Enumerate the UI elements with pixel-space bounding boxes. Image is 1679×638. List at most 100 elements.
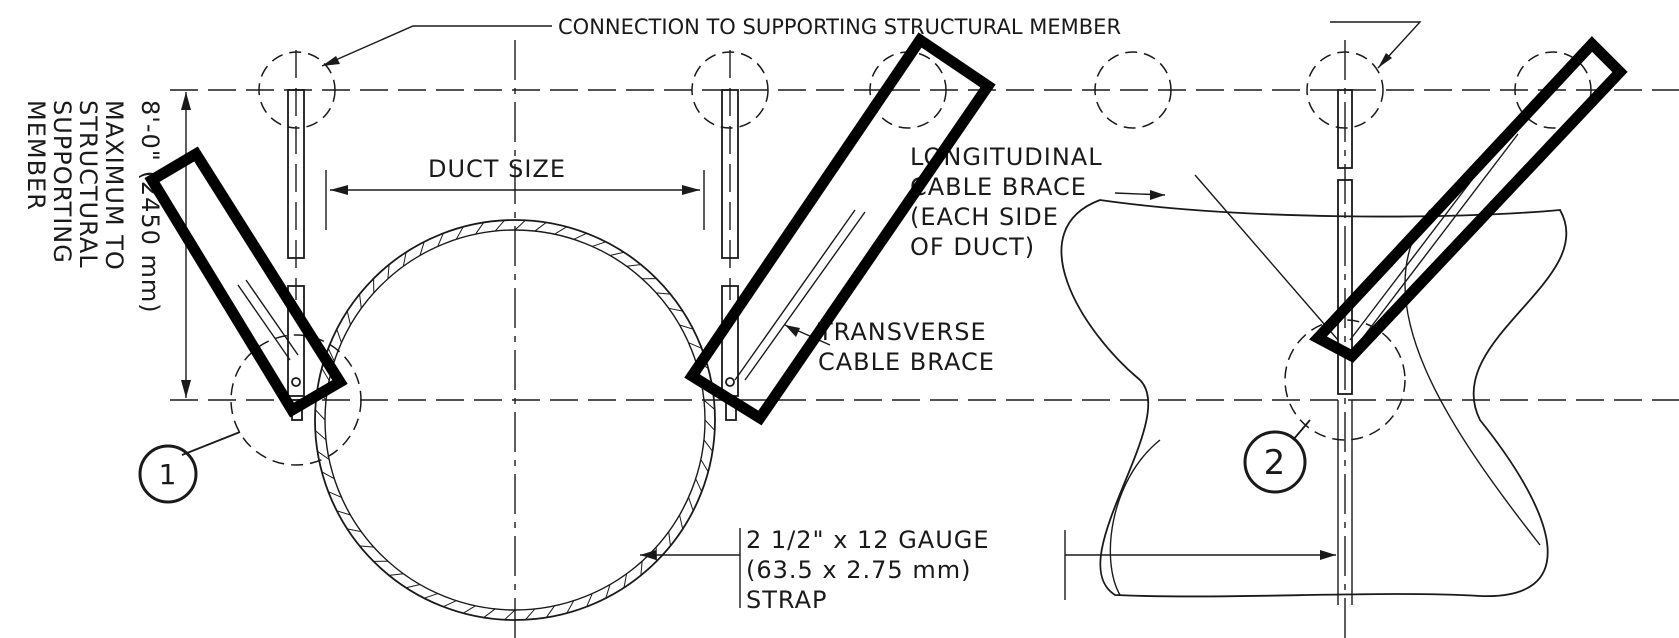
hatch-line: [402, 252, 407, 267]
highlight-box-left: [144, 146, 348, 418]
hatch-line: [347, 528, 362, 533]
hatch-line: [554, 226, 568, 235]
hatch-line: [605, 584, 611, 599]
section-brace-b: [1357, 133, 1519, 345]
hatch-line: [483, 608, 496, 618]
hatch-line: [679, 324, 694, 330]
right-hanger-rod: [721, 89, 739, 259]
hatch-line: [566, 600, 575, 614]
hatch-line: [494, 219, 505, 232]
hatch-line: [321, 471, 335, 480]
duct-size-label: DUCT SIZE: [428, 155, 566, 183]
hatch-line: [626, 264, 641, 267]
hatch-line: [640, 561, 643, 576]
hatch-line: [359, 294, 362, 309]
vertical-dim-arrow-top: [181, 92, 191, 110]
connection-leader-right: [1330, 21, 1422, 69]
vertical-dim-line-1: 8'-0" (2450 mm): [136, 100, 164, 314]
hatch-line: [679, 514, 684, 530]
hatch-line: [656, 292, 671, 295]
detail-1-number: 1: [159, 458, 178, 491]
vertical-dim-line-3: STRUCTURAL: [74, 100, 102, 269]
hatch-line: [668, 531, 671, 546]
detail-2-number: 2: [1264, 443, 1287, 483]
connection-leader-arrow: [322, 56, 340, 66]
hatch-line: [534, 222, 547, 232]
longitudinal-leader-arrow: [1150, 190, 1165, 200]
left-transverse-cable: [237, 284, 291, 361]
hatch-line: [336, 510, 351, 516]
hatch-line: [688, 497, 694, 511]
section-hanger-rod-top: [1337, 89, 1353, 169]
hatch-line: [586, 593, 593, 607]
strap-leader-right-arrow: [1320, 550, 1336, 560]
highlight-box-center: [684, 32, 996, 426]
longitudinal-label-4: OF DUCT): [910, 233, 1035, 261]
hatch-line: [405, 584, 421, 589]
connection-leader-right-arrow: [1378, 53, 1392, 68]
connection-circle-5: [1306, 51, 1384, 129]
vertical-dim-arrow-bottom: [181, 380, 191, 398]
highlight-box-right: [1309, 36, 1628, 363]
hatch-line: [695, 478, 703, 492]
transverse-label-1: TRANSVERSE: [817, 318, 987, 346]
detail-1-leader: [181, 431, 241, 456]
connection-circle-6: [1514, 51, 1592, 129]
vertical-dim-text: 8'-0" (2450 mm) MAXIMUM TO STRUCTURAL SU…: [22, 100, 164, 314]
hatch-line: [314, 409, 326, 421]
hatch-line: [688, 342, 702, 349]
left-hanger-rod: [287, 89, 305, 259]
connection-leader: [321, 25, 552, 67]
hatch-line: [321, 367, 330, 381]
right-transverse-cable-2: [744, 211, 866, 381]
hatch-line: [424, 593, 438, 599]
section-duct-fold: [1109, 209, 1541, 596]
strap-label-2: (63.5 x 2.75 mm): [746, 556, 971, 584]
hatch-line: [317, 450, 330, 460]
hatch-line: [462, 605, 476, 614]
detail-1-circle: [230, 334, 362, 466]
longitudinal-label-2: CABLE BRACE: [910, 173, 1087, 201]
hatch-line: [387, 264, 390, 279]
strap-label-3: STRAP: [746, 586, 828, 614]
hatch-line: [545, 605, 555, 618]
detail-1-balloon: [138, 444, 198, 504]
transverse-label-2: CABLE BRACE: [818, 348, 995, 376]
transverse-leader-arrow: [785, 325, 800, 337]
hatch-line: [668, 307, 683, 312]
connection-circle-2: [691, 51, 769, 129]
vertical-dim-line-4: SUPPORTING: [48, 100, 76, 264]
hatch-line: [327, 348, 335, 362]
round-duct-outer: [314, 219, 716, 621]
strap-label-1: 2 1/2" x 12 GAUGE: [746, 526, 990, 554]
hatch-line: [314, 430, 327, 441]
hatch-line: [504, 609, 516, 621]
left-transverse-cable-2: [245, 279, 299, 356]
hatch-line: [359, 545, 374, 548]
strap-leader-left-arrow: [640, 550, 656, 560]
hatch-line: [437, 233, 444, 247]
hatch-line: [703, 439, 713, 452]
vertical-dim-line-2: MAXIMUM TO: [100, 100, 128, 271]
duct-size-arrow-right: [682, 185, 700, 195]
vertical-dim-line-5: MEMBER: [22, 100, 50, 211]
duct-size-arrow-left: [330, 185, 348, 195]
connection-circle-1: [258, 51, 336, 129]
hatch-line: [592, 241, 606, 247]
section-hanger-rod: [1337, 179, 1353, 395]
right-transverse-cable: [734, 209, 856, 381]
hatch-line: [703, 399, 716, 410]
detail-2-circle: [1284, 319, 1406, 441]
hatch-line: [328, 491, 342, 498]
hatch-line: [475, 222, 485, 235]
left-bolt: [291, 377, 301, 387]
hatch-line: [609, 251, 625, 256]
detail-2-balloon: [1243, 430, 1307, 494]
hatch-line: [573, 232, 587, 240]
hatch-line: [389, 573, 404, 576]
hatch-line: [336, 329, 342, 343]
hatch-line: [704, 419, 716, 431]
connection-circle-4: [1094, 51, 1172, 129]
hatch-line: [346, 310, 351, 326]
